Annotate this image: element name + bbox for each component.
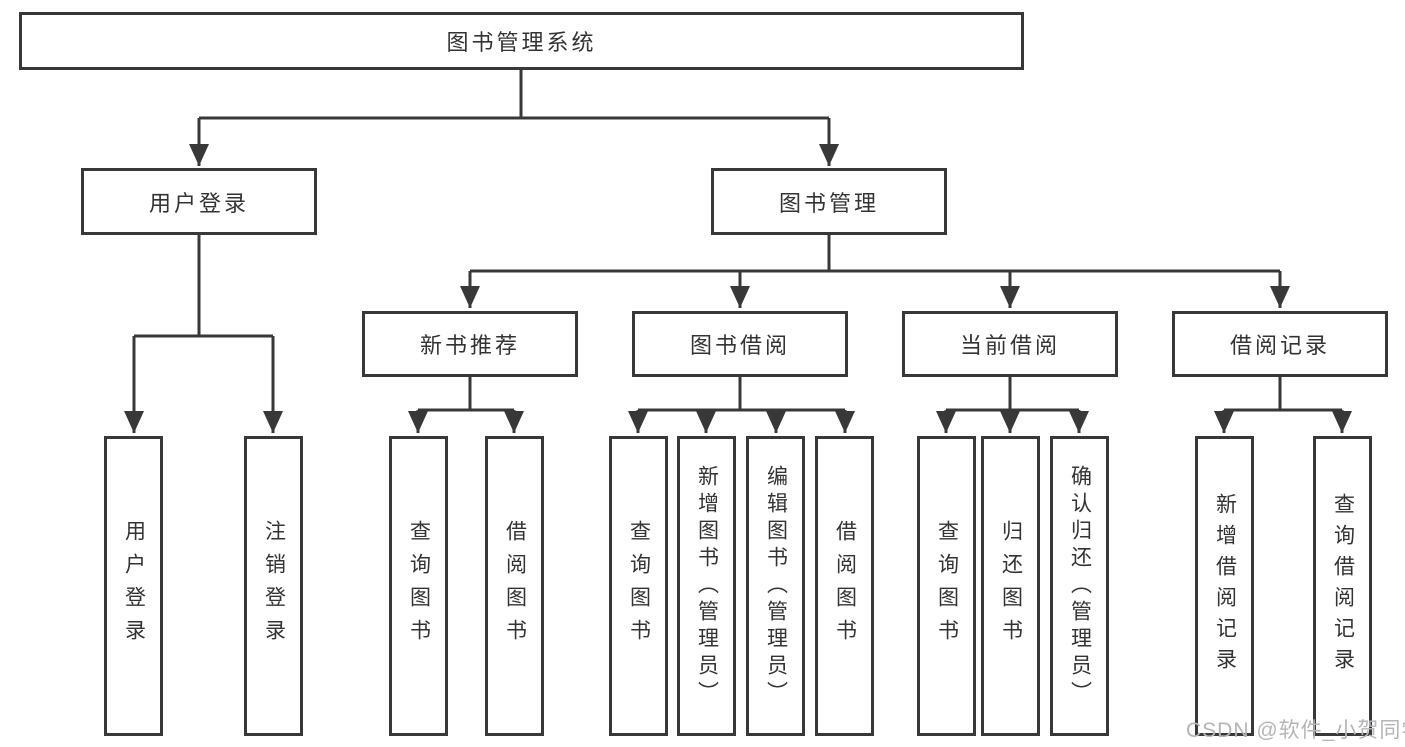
book-borrowing-branch-line [638,377,845,412]
leaf-br-query-record-label: 查询借阅记录 [1331,493,1355,679]
leaf-user-login-label: 用户登录 [122,520,146,652]
node-new-book-recommend: 新书推荐 [362,311,578,377]
leaf-bb-query-books-label: 查询图书 [627,520,651,652]
leaf-user-login: 用户登录 [104,436,163,736]
leaf-br-add-record-label: 新增借阅记录 [1213,493,1237,679]
leaf-bb-borrow-books: 借阅图书 [815,436,874,736]
watermark: CSDN @软件_小贺同学 [1186,719,1405,742]
leaf-bb-edit-books-admin: 编辑图书（管理员） [746,436,805,736]
leaf-br-add-record: 新增借阅记录 [1195,436,1254,736]
leaf-logout: 注销登录 [244,436,303,736]
node-book-borrowing: 图书借阅 [632,311,848,377]
leaf-rec-query-books-label: 查询图书 [407,520,431,652]
leaf-cb-confirm-return-admin-label: 确认归还（管理员） [1068,464,1092,708]
leaf-bb-add-books-admin-label: 新增图书（管理员） [695,464,719,708]
node-library-management-system: 图书管理系统 [19,12,1024,70]
leaf-bb-edit-books-admin-label: 编辑图书（管理员） [764,464,788,708]
leaf-cb-return-books: 归还图书 [981,436,1040,736]
new-book-recommend-branch-line [418,377,514,412]
node-book-management-branch: 图书管理 [711,168,947,235]
leaf-bb-add-books-admin: 新增图书（管理员） [677,436,736,736]
node-current-borrowing: 当前借阅 [902,311,1118,377]
leaf-rec-borrow-books: 借阅图书 [485,436,544,736]
leaf-cb-confirm-return-admin: 确认归还（管理员） [1050,436,1109,736]
leaf-cb-query-books-label: 查询图书 [935,520,959,652]
leaf-rec-query-books: 查询图书 [389,436,448,736]
borrow-records-branch-line [1224,377,1342,412]
leaf-cb-query-books: 查询图书 [917,436,976,736]
node-user-login-branch: 用户登录 [81,168,317,235]
leaf-br-query-record: 查询借阅记录 [1313,436,1372,736]
leaf-rec-borrow-books-label: 借阅图书 [503,520,527,652]
leaf-bb-borrow-books-label: 借阅图书 [833,520,857,652]
leaf-cb-return-books-label: 归还图书 [999,520,1023,652]
current-borrowing-branch-line [946,377,1079,412]
leaf-logout-label: 注销登录 [262,520,286,652]
book-management-branch-line [470,235,1280,273]
root-branch-line [199,70,829,120]
user-login-branch-line [134,235,273,338]
node-borrow-records: 借阅记录 [1172,311,1388,377]
leaf-bb-query-books: 查询图书 [609,436,668,736]
